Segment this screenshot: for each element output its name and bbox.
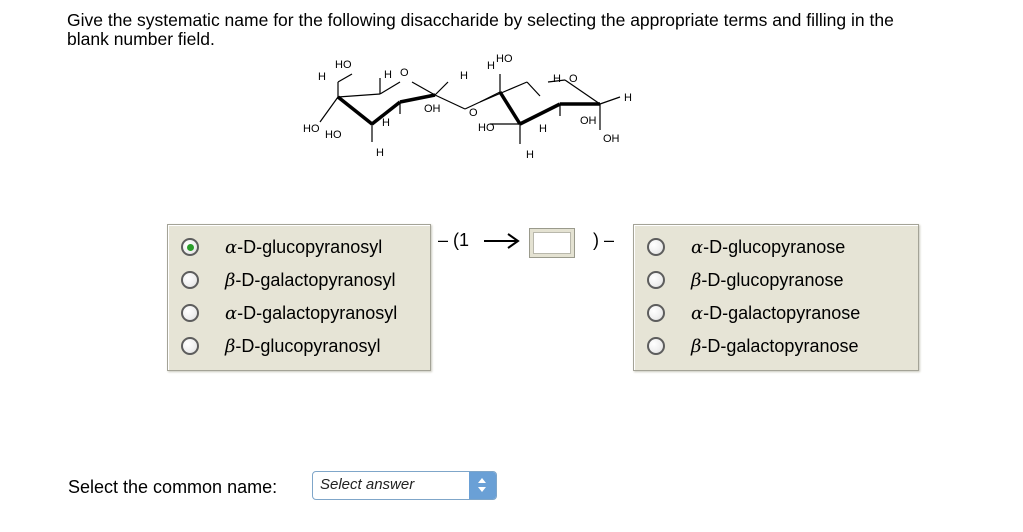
label-h-2: H xyxy=(384,69,392,81)
pyranose-option-1[interactable]: α-D-glucopyranose xyxy=(647,232,845,262)
label-h-7: H xyxy=(553,73,561,85)
label-oh-2: OH xyxy=(580,115,597,127)
label-h-3: H xyxy=(460,70,468,82)
radio-button[interactable] xyxy=(647,271,665,289)
glycosyl-options-panel: α-D-glucopyranosyl β-D-galactopyranosyl … xyxy=(167,224,431,371)
linkage-number-input[interactable] xyxy=(533,232,571,254)
disaccharide-structure-drawing: HO H H O H OH HO HO H H O H HO H O H HO … xyxy=(303,53,632,161)
label-ho-4: HO xyxy=(496,53,513,65)
radio-button[interactable] xyxy=(181,304,199,322)
select-arrows-icon[interactable] xyxy=(469,472,496,499)
label-oh-1: OH xyxy=(424,103,441,115)
label-ho-3: HO xyxy=(325,129,342,141)
glycosyl-option-1[interactable]: α-D-glucopyranosyl xyxy=(181,232,382,262)
question-line-1: Give the systematic name for the followi… xyxy=(67,10,894,30)
label-h-9: H xyxy=(539,123,547,135)
radio-button[interactable] xyxy=(647,238,665,256)
label-h-4: H xyxy=(382,117,390,129)
label-h-8: H xyxy=(624,92,632,104)
radio-button[interactable] xyxy=(647,337,665,355)
radio-button[interactable] xyxy=(181,271,199,289)
radio-button-selected[interactable] xyxy=(181,238,199,256)
glycosyl-option-label: β-D-glucopyranosyl xyxy=(225,335,381,357)
pyranose-option-label: α-D-glucopyranose xyxy=(691,236,846,258)
pyranose-option-label: β-D-galactopyranose xyxy=(691,335,859,357)
glycosyl-option-label: α-D-glucopyranosyl xyxy=(225,236,383,258)
question-line-2: blank number field. xyxy=(67,29,215,49)
label-h-6: H xyxy=(487,60,495,72)
common-name-select-placeholder: Select answer xyxy=(320,476,415,493)
pyranose-option-label: α-D-galactopyranose xyxy=(691,302,861,324)
disaccharide-structure: HO H H O H OH HO HO H H O H HO H O H HO … xyxy=(290,52,650,167)
label-o-1: O xyxy=(400,67,409,79)
label-ho-5: HO xyxy=(478,122,495,134)
pyranose-options-panel: α-D-glucopyranose β-D-glucopyranose α-D-… xyxy=(633,224,919,371)
label-oh-3: OH xyxy=(603,133,620,145)
glycosyl-option-label: α-D-galactopyranosyl xyxy=(225,302,398,324)
pyranose-option-2[interactable]: β-D-glucopyranose xyxy=(647,265,843,295)
glycosyl-option-4[interactable]: β-D-glucopyranosyl xyxy=(181,331,380,361)
radio-button[interactable] xyxy=(181,337,199,355)
linkage-prefix: – (1 xyxy=(438,230,470,250)
radio-button[interactable] xyxy=(647,304,665,322)
linkage-number-field xyxy=(529,228,575,258)
pyranose-option-3[interactable]: α-D-galactopyranose xyxy=(647,298,860,328)
pyranose-option-label: β-D-glucopyranose xyxy=(691,269,844,291)
question-text: Give the systematic name for the followi… xyxy=(67,11,1017,49)
glycosyl-option-2[interactable]: β-D-galactopyranosyl xyxy=(181,265,395,295)
label-h-10: H xyxy=(526,149,534,161)
label-ho-1: HO xyxy=(335,59,352,71)
label-ho-2: HO xyxy=(303,123,320,135)
right-arrow-icon xyxy=(484,233,520,249)
glycosyl-option-label: β-D-galactopyranosyl xyxy=(225,269,396,291)
common-name-select[interactable]: Select answer xyxy=(312,471,497,500)
linkage-suffix: ) – xyxy=(593,230,615,250)
label-h-1: H xyxy=(318,71,326,83)
label-o-2: O xyxy=(569,73,578,85)
label-h-5: H xyxy=(376,147,384,159)
pyranose-option-4[interactable]: β-D-galactopyranose xyxy=(647,331,858,361)
label-o-link: O xyxy=(469,107,478,119)
common-name-label: Select the common name: xyxy=(68,477,278,497)
glycosyl-option-3[interactable]: α-D-galactopyranosyl xyxy=(181,298,397,328)
